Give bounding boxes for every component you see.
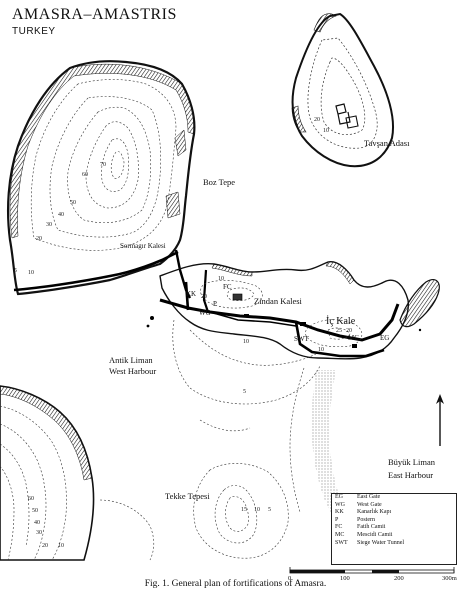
antik-contour-5: 5 (243, 389, 246, 395)
southwest-headland (0, 385, 155, 561)
contour-70: 70 (100, 162, 106, 168)
code-eg: EG (380, 334, 390, 342)
code-wg: WG (199, 309, 211, 317)
code-swt: SWT (294, 335, 309, 343)
legend-row: EG East Gate (332, 494, 456, 502)
code-p: P (213, 300, 217, 308)
code-fc: FC (223, 283, 232, 291)
sw-contour-30: 30 (36, 530, 42, 536)
label-antik-liman: Antik Liman (109, 355, 153, 365)
legend-code: EG (335, 494, 343, 500)
legend-code: WG (335, 501, 345, 508)
tekke-contour-5: 5 (268, 507, 271, 513)
tekke-contour-15: 15 (241, 507, 247, 513)
legend-text: Postern (357, 516, 375, 523)
legend-code: P (335, 516, 339, 523)
legend-row: WG West Gate (332, 502, 456, 510)
zindan-contour-10: 10 (218, 276, 224, 282)
island-contour-10: 10 (323, 128, 329, 134)
legend-code: SWT (335, 539, 348, 546)
legend-code: MC (335, 531, 345, 538)
label-boz-tepe: Boz Tepe (203, 177, 236, 187)
east-point (399, 279, 440, 328)
legend-row: MC Mescidi Camii (332, 532, 456, 540)
label-zindan-kalesi: Zindan Kalesi (254, 296, 302, 306)
legend-text: West Gate (357, 501, 382, 508)
contour-40: 40 (58, 212, 64, 218)
antik-contour-10: 10 (243, 339, 249, 345)
legend-row: SWT Siege Water Tunnel (332, 540, 456, 548)
beach (311, 370, 348, 518)
contour-60: 60 (82, 172, 88, 178)
tavsan-island (291, 12, 394, 168)
island-contour-20: 20 (314, 117, 320, 123)
ic-contour-20: 20 (346, 328, 352, 334)
ic-contour-25: 25 (336, 328, 342, 334)
label-tavsan-adasi: Tavşan Adası (364, 138, 410, 148)
code-kk: KK (186, 290, 197, 298)
label-tekke-tepesi: Tekke Tepesi (165, 491, 210, 501)
legend-text: Siege Water Tunnel (357, 539, 405, 546)
contour-50: 50 (70, 200, 76, 206)
sw-contour-40: 40 (34, 520, 40, 526)
sw-contour-50: 50 (32, 508, 38, 514)
contour-30: 30 (46, 222, 52, 228)
sw-contour-20: 20 (42, 543, 48, 549)
legend-row: FC Fatih Camii (332, 524, 456, 532)
legend-code: FC (335, 524, 343, 531)
legend-text: Mescidi Camii (357, 531, 393, 538)
legend-row: P Postern (332, 517, 456, 525)
figure-caption: Fig. 1. General plan of fortifications o… (144, 579, 327, 589)
scale-bar (289, 567, 455, 574)
zindan-contour-20: 20 (201, 294, 207, 300)
scale-label-300m: 300m (442, 575, 457, 582)
contour-20: 20 (36, 236, 42, 242)
tekke-hills (193, 463, 289, 559)
harbour-shallows (172, 319, 321, 513)
north-arrow (436, 394, 444, 446)
legend-code: KK (335, 509, 344, 516)
scale-label-100: 100 (340, 575, 350, 582)
label-buyuk-liman: Büyük Liman (388, 457, 435, 467)
town-area (159, 261, 409, 360)
tekke-contour-10: 10 (254, 507, 260, 513)
contour-5: 5 (14, 268, 17, 274)
scale-label-200: 200 (394, 575, 404, 582)
map-title: AMASRA–AMASTRIS (12, 6, 177, 23)
scale-label-0: 0 (288, 575, 292, 582)
sw-contour-10: 10 (58, 543, 64, 549)
label-ic-kale: İç Kale (326, 316, 356, 327)
legend-text: East Gate (357, 494, 381, 500)
label-sormagir-kalesi: Sormagır Kalesi (120, 242, 166, 250)
legend-text: Kanarlık Kapı (357, 509, 392, 516)
rocks (146, 316, 422, 332)
boz-tepe-peninsula (6, 60, 196, 299)
contour-10: 10 (28, 270, 34, 276)
legend-text: Fatih Camii (357, 524, 386, 531)
sw-contour-60: 60 (28, 496, 34, 502)
code-mc: MC (348, 334, 359, 342)
map-subtitle: TURKEY (12, 26, 56, 37)
ic-contour-10: 10 (318, 347, 324, 353)
label-east-harbour: East Harbour (388, 470, 434, 480)
label-west-harbour: West Harbour (109, 366, 157, 376)
legend-row: KK Kanarlık Kapı (332, 509, 456, 517)
